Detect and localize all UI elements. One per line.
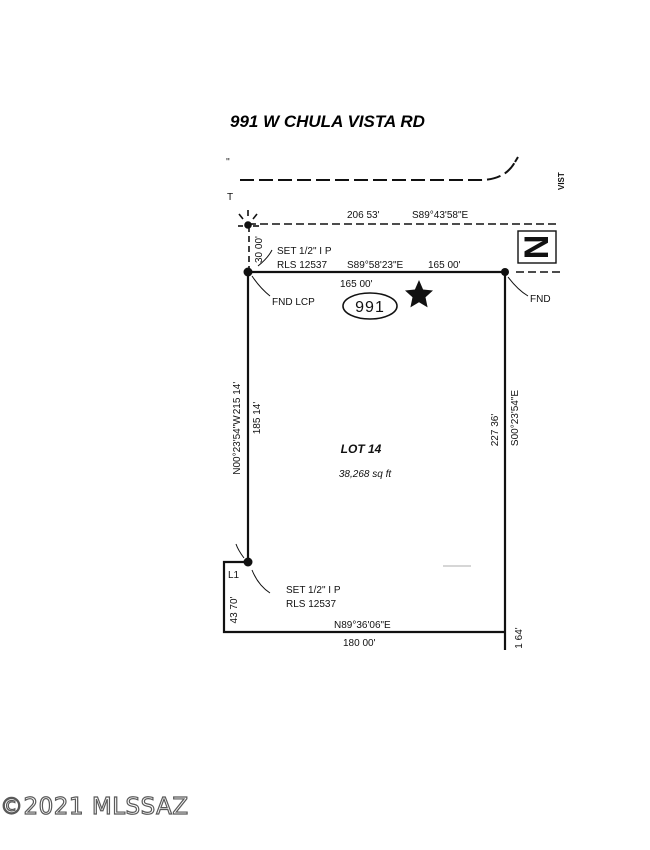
top-bearing-label: S89°43'58"E bbox=[412, 210, 468, 221]
north-line-distance-below: 165 00' bbox=[340, 279, 373, 290]
ne-corner-monument bbox=[501, 268, 509, 276]
sw-corner-monument bbox=[243, 557, 253, 567]
l1-leader bbox=[235, 543, 245, 559]
west-outer-distance-label: 215 14' bbox=[232, 382, 243, 415]
address-circle bbox=[342, 292, 398, 320]
top-distance-label: 206 53' bbox=[347, 210, 380, 221]
lot-area: 38,268 sq ft bbox=[339, 469, 392, 480]
address-number: 991 bbox=[355, 299, 385, 316]
nw-corner-monument bbox=[243, 267, 253, 277]
set-ip-top-label: SET 1/2" I P bbox=[277, 246, 332, 257]
street-curb-line bbox=[240, 156, 519, 181]
rls-top-label: RLS 12537 bbox=[277, 260, 327, 271]
monument-burst bbox=[238, 210, 259, 229]
north-line-bearing-label: S89°58'23"E bbox=[347, 260, 403, 271]
plat-title: 991 W CHULA VISTA RD bbox=[230, 112, 425, 131]
sw-distance-label: 43 70' bbox=[229, 596, 240, 623]
west-inner-distance-label: 185 14' bbox=[252, 402, 263, 435]
fnd-lcp-label: FND LCP bbox=[272, 297, 315, 308]
star-marker bbox=[405, 280, 433, 308]
set-ip-bottom-leader bbox=[251, 569, 271, 594]
west-bearing-label: N00°23'54"W bbox=[232, 415, 243, 475]
south-bearing-label: N89°36'06"E bbox=[334, 620, 391, 631]
north-arrow: N bbox=[517, 230, 557, 264]
fnd-label: FND bbox=[530, 294, 551, 305]
se-distance-label: 1 64' bbox=[514, 627, 525, 648]
set-ip-top-leader bbox=[257, 249, 273, 267]
north-line-distance-right: 165 00' bbox=[428, 260, 461, 271]
lot-name: LOT 14 bbox=[341, 442, 382, 456]
north-arrow-letter: N bbox=[518, 235, 556, 260]
east-bearing-label: S00°23'54"E bbox=[510, 390, 521, 446]
mls-watermark: ©2021 MLSSAZ bbox=[0, 793, 189, 820]
fnd-leader bbox=[507, 276, 529, 297]
lot-boundary bbox=[222, 270, 507, 650]
row-width-label: 30 00' bbox=[254, 236, 265, 263]
l1-label: L1 bbox=[228, 570, 240, 581]
top-left-mark: T bbox=[227, 192, 233, 203]
rls-bottom-label: RLS 12537 bbox=[286, 599, 336, 610]
left-tick-mark: '' bbox=[226, 157, 230, 168]
fnd-lcp-leader bbox=[251, 275, 271, 297]
right-street-label: VIST bbox=[557, 172, 566, 190]
set-ip-bottom-label: SET 1/2" I P bbox=[286, 585, 341, 596]
east-distance-label: 227 36' bbox=[490, 414, 501, 447]
south-distance-label: 180 00' bbox=[343, 638, 376, 649]
